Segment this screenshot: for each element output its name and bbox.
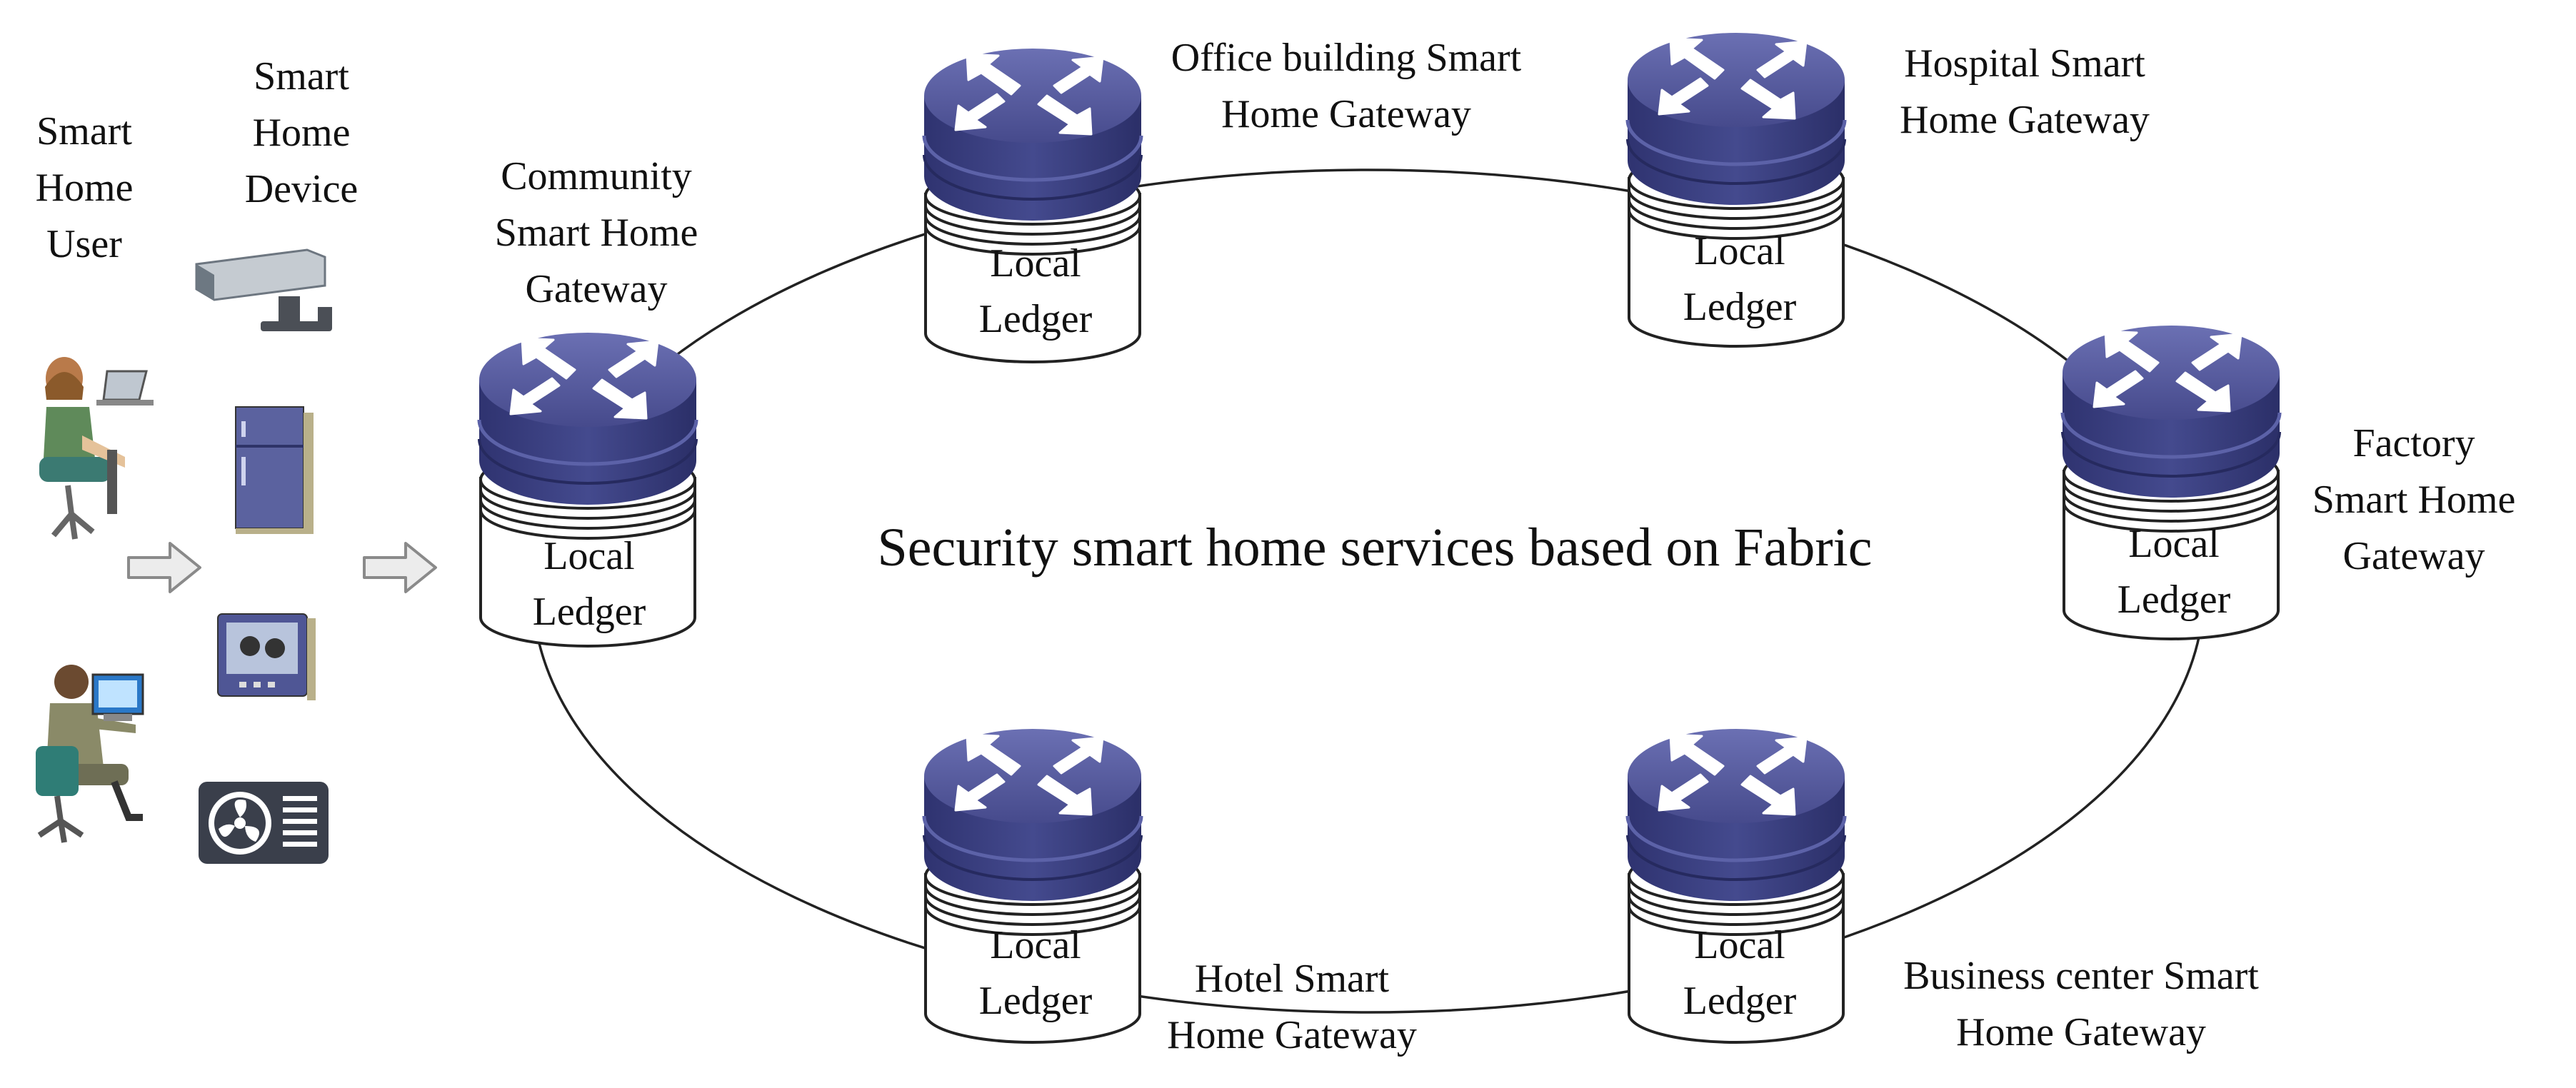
ledger-label-line-2: Ledger: [978, 297, 1093, 341]
ledger-label-line-1: Local: [2128, 522, 2220, 566]
business-label-line-1: Business center Smart: [1903, 954, 2259, 998]
hotel-ledger-label: Local Ledger: [979, 917, 1093, 1029]
network-ring: [531, 168, 2205, 1014]
office-label-line-1: Office building Smart: [1171, 36, 1522, 80]
device-label-line-1: Smart: [254, 54, 349, 99]
community-ledger-label: Local Ledger: [533, 528, 646, 640]
ledger-label-line-1: Local: [990, 241, 1081, 286]
community-gateway-label: Community Smart Home Gateway: [495, 148, 698, 318]
community-label-line-3: Gateway: [525, 267, 668, 311]
hospital-gateway-label: Hospital Smart Home Gateway: [1900, 36, 2150, 148]
ledger-label-line-2: Ledger: [2117, 578, 2231, 622]
business-ledger-label: Local Ledger: [1683, 917, 1797, 1029]
business-label-line-2: Home Gateway: [1956, 1010, 2206, 1054]
user-to-device-arrow-icon: [127, 542, 201, 593]
community-label-line-2: Smart Home: [494, 211, 698, 255]
business-gateway-label: Business center Smart Home Gateway: [1903, 948, 2259, 1061]
smart-home-device-label: Smart Home Device: [245, 49, 359, 218]
user-label-line-3: User: [46, 222, 122, 266]
television-icon: [217, 613, 316, 700]
hospital-label-line-1: Hospital Smart: [1904, 41, 2145, 86]
office-ledger-label: Local Ledger: [979, 236, 1093, 347]
refrigerator-icon: [235, 406, 314, 534]
device-to-gateway-arrow-icon: [363, 542, 437, 593]
woman-at-laptop-icon: [39, 357, 154, 540]
ledger-label-line-1: Local: [543, 534, 635, 578]
user-label-line-1: Smart: [36, 109, 132, 153]
smart-home-user-label: Smart Home User: [36, 104, 134, 273]
factory-label-line-2: Smart Home: [2312, 478, 2516, 522]
ledger-label-line-1: Local: [990, 923, 1081, 967]
ledger-label-line-2: Ledger: [978, 979, 1093, 1023]
office-label-line-2: Home Gateway: [1221, 92, 1471, 136]
hotel-label-line-1: Hotel Smart: [1194, 957, 1390, 1001]
ledger-label-line-2: Ledger: [532, 590, 646, 634]
security-camera-icon: [195, 248, 332, 331]
factory-label-line-1: Factory: [2352, 421, 2475, 465]
hotel-gateway-label: Hotel Smart Home Gateway: [1167, 951, 1417, 1064]
ledger-label-line-1: Local: [1694, 229, 1785, 273]
user-label-line-2: Home: [35, 166, 134, 210]
office-gateway-label: Office building Smart Home Gateway: [1171, 30, 1521, 143]
hotel-label-line-2: Home Gateway: [1167, 1013, 1417, 1057]
air-conditioner-icon: [199, 782, 329, 864]
community-label-line-1: Community: [501, 154, 692, 198]
ledger-label-line-2: Ledger: [1683, 979, 1797, 1023]
center-title: Security smart home services based on Fa…: [877, 518, 1873, 578]
ledger-label-line-1: Local: [1694, 923, 1785, 967]
ledger-label-line-2: Ledger: [1683, 285, 1797, 329]
device-label-line-3: Device: [244, 167, 359, 211]
hospital-ledger-label: Local Ledger: [1683, 223, 1797, 335]
man-at-computer-icon: [36, 665, 144, 843]
hospital-label-line-2: Home Gateway: [1900, 98, 2150, 142]
device-label-line-2: Home: [252, 111, 351, 155]
factory-label-line-3: Gateway: [2342, 534, 2485, 578]
factory-ledger-label: Local Ledger: [2118, 516, 2231, 628]
factory-gateway-label: Factory Smart Home Gateway: [2312, 415, 2516, 585]
